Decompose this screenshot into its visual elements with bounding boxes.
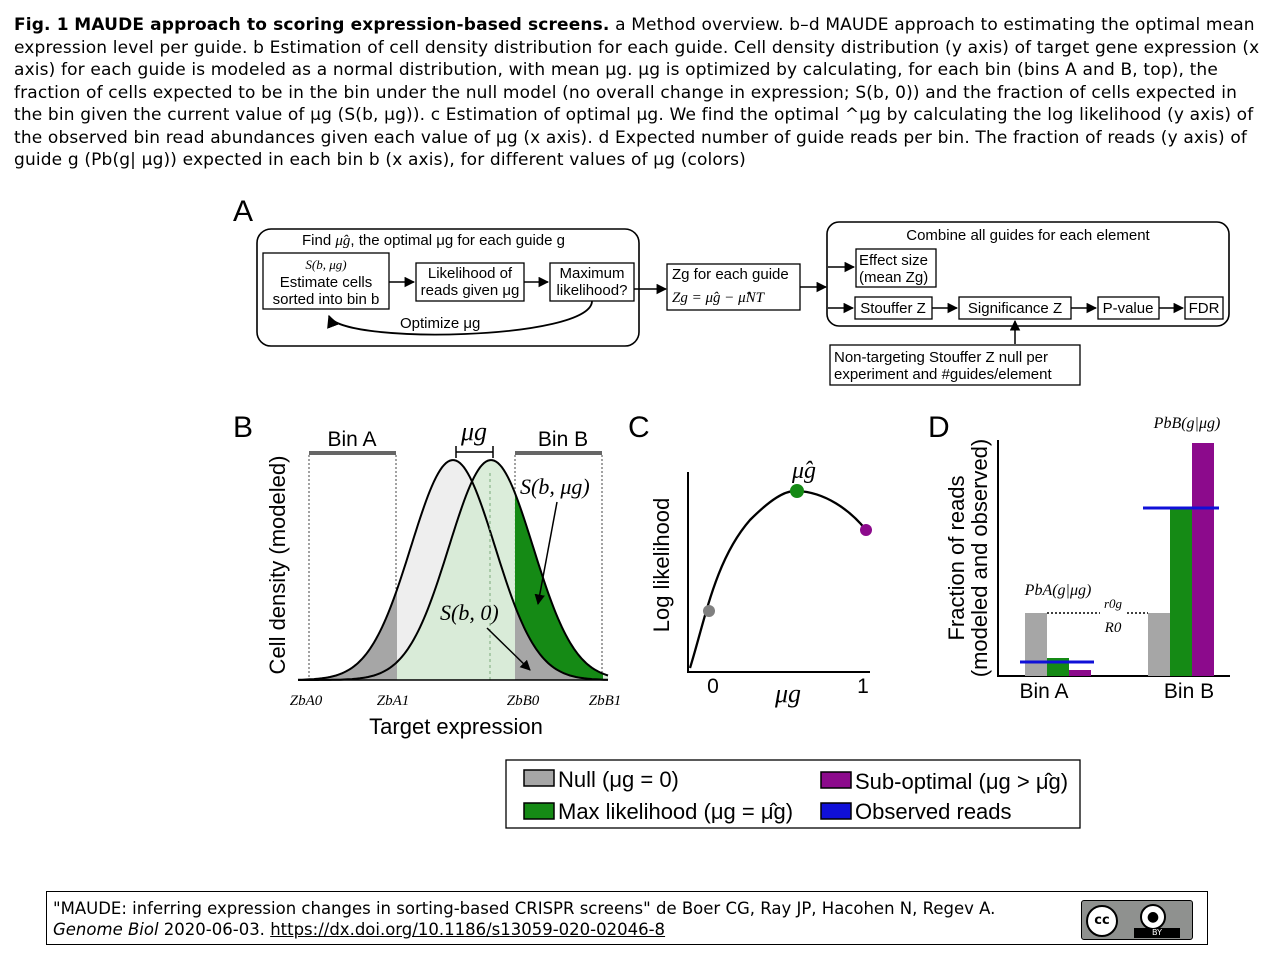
panel-b-xlabel: Target expression <box>369 714 543 739</box>
zg-line2: Zg = μ̂g − μ̂NT <box>672 290 766 306</box>
cc-icon: cc <box>1086 905 1118 937</box>
maxlik-line2: likelihood? <box>557 282 628 299</box>
null-bin-a-area <box>309 589 397 680</box>
effect-line1: Effect size <box>859 252 928 269</box>
bar-bin-b-null <box>1148 613 1170 676</box>
caption-body: a Method overview. b–d MAUDE approach to… <box>14 15 1260 170</box>
s0-arrow <box>486 627 531 671</box>
panel-d-ylabel-line1: Fraction of reads <box>944 475 969 640</box>
legend-swatch-observed <box>820 802 852 820</box>
caption-fig-label: Fig. 1 <box>14 15 69 35</box>
bar-bin-a-null <box>1025 613 1047 676</box>
null-line1: Non-targeting Stouffer Z null per <box>834 349 1048 366</box>
legend-swatch-maxlik <box>523 802 555 820</box>
stouffer-label: Stouffer Z <box>860 300 926 317</box>
bar-bin-b-suboptimal <box>1192 443 1214 676</box>
panel-b-ylabel: Cell density (modeled) <box>265 456 290 675</box>
shifted-bin-b-area <box>515 493 603 680</box>
s0-label: S(b, 0) <box>440 600 499 625</box>
optimize-label: Optimize μg <box>400 315 480 332</box>
null-box <box>829 344 1081 386</box>
estimate-cells-box <box>262 252 390 310</box>
optimize-box <box>256 228 640 347</box>
optimize-loop-arrow <box>327 300 593 336</box>
log-likelihood-curve <box>688 489 867 669</box>
null-curve <box>297 459 609 681</box>
tick-zba0: ZbA0 <box>290 693 323 709</box>
mu-label: μg <box>460 417 487 446</box>
fdr-box <box>1184 296 1224 320</box>
point-suboptimal <box>860 524 872 536</box>
license-by-label: BY <box>1134 928 1180 938</box>
legend-null: Null (μg = 0) <box>558 767 679 792</box>
bin-b-label: Bin B <box>538 428 588 451</box>
bar-bin-a-suboptimal <box>1069 670 1091 676</box>
panel-d-label: D <box>928 411 950 444</box>
bar-bin-b-maxlik <box>1170 508 1192 676</box>
s-mu-arrow <box>534 501 558 606</box>
legend-maxlik: Max likelihood (μg = μ̂g) <box>558 799 793 824</box>
tick-zbb1: ZbB1 <box>589 693 622 709</box>
panel-b-label: B <box>233 411 253 444</box>
panel-c-label: C <box>628 411 650 444</box>
s-mu-label: S(b, μg) <box>520 474 590 499</box>
panel-c-opt-label: μ̂g <box>791 458 816 484</box>
figure-caption: Fig. 1 MAUDE approach to scoring express… <box>14 14 1266 172</box>
estimate-line1: Estimate cells <box>280 274 373 291</box>
panel-d-ylabel-line2: (modeled and observed) <box>967 439 992 677</box>
significance-label: Significance Z <box>968 300 1062 317</box>
citation-doi-link[interactable]: https://dx.doi.org/10.1186/s13059-020-02… <box>270 920 666 939</box>
shifted-curve <box>298 459 609 681</box>
ratio-num: r0g <box>1104 596 1123 611</box>
citation-journal: Genome Biol <box>53 920 159 939</box>
legend-suboptimal: Sub-optimal (μg > μ̂g) <box>855 769 1068 794</box>
bin-a-bar <box>309 451 396 455</box>
point-max-likelihood <box>790 484 804 498</box>
combine-box <box>826 221 1230 327</box>
maxlik-line1: Maximum <box>559 265 624 282</box>
citation-box: "MAUDE: inferring expression changes in … <box>46 891 1208 945</box>
point-null <box>703 605 715 617</box>
tick-zba1: ZbA1 <box>377 693 410 709</box>
bin-a-label: Bin A <box>327 428 376 451</box>
optimize-box-title: Find μ̂g, the optimal μg for each guide … <box>302 232 565 249</box>
legend-box <box>505 759 1081 829</box>
bin-b-bar <box>515 451 602 455</box>
effect-line2: (mean Zg) <box>859 269 928 286</box>
ratio-den: R0 <box>1104 620 1122 636</box>
likelihood-line1: Likelihood of <box>428 265 513 282</box>
estimate-line2: sorted into bin b <box>273 291 380 308</box>
legend-observed: Observed reads <box>855 799 1012 824</box>
zg-line1: Zg for each guide <box>672 266 789 283</box>
likelihood-line2: reads given μg <box>421 282 520 299</box>
effect-size-box <box>855 248 937 288</box>
pvalue-label: P-value <box>1103 300 1154 317</box>
pba-label: PbA(g|μg) <box>1024 582 1092 599</box>
legend-swatch-null <box>523 769 555 787</box>
panel-c-xlabel: μg <box>774 679 801 708</box>
legend-swatch-suboptimal <box>820 771 852 789</box>
citation-date: 2020-06-03. <box>163 920 265 939</box>
citation-source: Genome Biol 2020-06-03. https://dx.doi.o… <box>53 919 1207 940</box>
null-line2: experiment and #guides/element <box>834 366 1052 383</box>
combine-title: Combine all guides for each element <box>906 227 1150 244</box>
panel-c-x0: 0 <box>707 675 719 698</box>
citation-title: "MAUDE: inferring expression changes in … <box>53 899 996 918</box>
estimate-eq: S(b, μg) <box>305 257 346 272</box>
panel-d-bin-a: Bin A <box>1019 680 1068 703</box>
panel-c-ylabel: Log likelihood <box>649 498 674 633</box>
tick-zbb0: ZbB0 <box>507 693 540 709</box>
panel-c-x1: 1 <box>857 675 869 698</box>
fdr-label: FDR <box>1189 300 1220 317</box>
panel-d-bin-b: Bin B <box>1164 680 1214 703</box>
panel-a-label: A <box>233 195 253 228</box>
pbb-label: PbB(g|μg) <box>1153 415 1221 432</box>
caption-fig-title: MAUDE approach to scoring expression-bas… <box>74 15 610 35</box>
person-icon: ● <box>1140 904 1166 930</box>
null-bin-b-area <box>515 606 603 680</box>
cc-by-license-badge[interactable]: cc ● BY <box>1081 900 1193 940</box>
